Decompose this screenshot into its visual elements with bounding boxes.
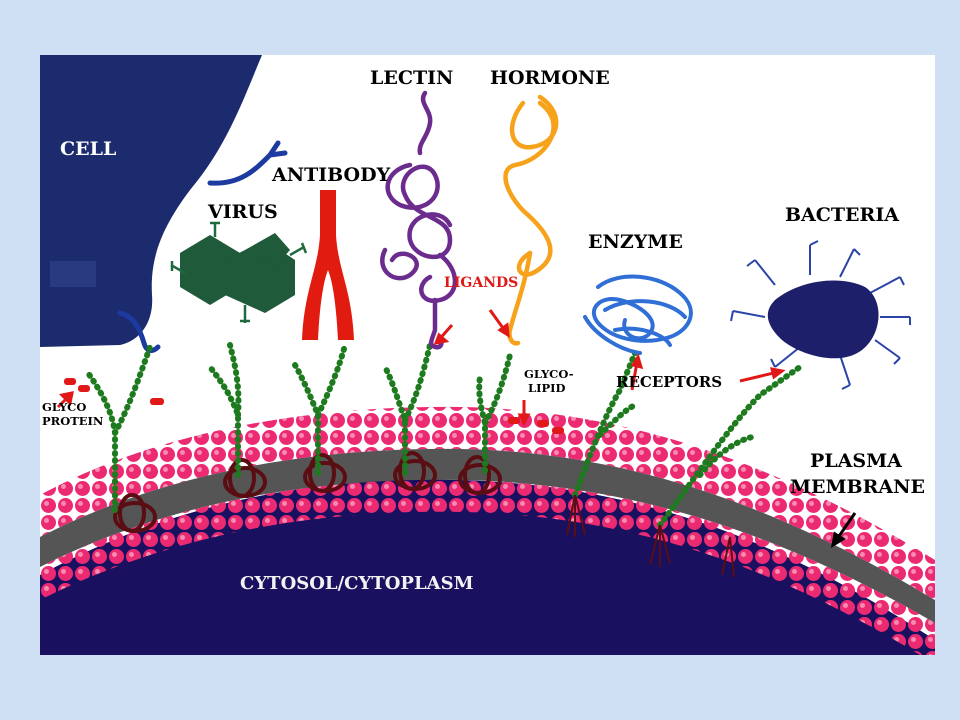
label-cytosol: CYTOSOL/CYTOPLASM <box>240 573 474 594</box>
antibody <box>302 190 354 340</box>
label-virus: VIRUS <box>207 201 278 223</box>
label-ligands: LIGANDS <box>444 275 518 291</box>
label-antibody: ANTIBODY <box>271 164 391 186</box>
sugar-chains <box>85 342 803 528</box>
bacteria <box>730 240 911 390</box>
virus <box>180 233 295 313</box>
membrane-inner-heads <box>40 479 935 655</box>
hormone <box>503 94 559 346</box>
cell-patch <box>50 261 96 287</box>
cell-membrane-diagram: CELL VIRUS ANTIBODY LECTIN HORMONE LIGAN… <box>40 55 935 655</box>
enzyme <box>583 274 693 355</box>
label-hormone: HORMONE <box>490 67 610 89</box>
pointer-arrows <box>56 309 786 427</box>
glyco-markers <box>64 378 564 434</box>
label-glyco-lipid-line1: GLYCO- <box>524 367 574 381</box>
label-lectin: LECTIN <box>370 67 453 89</box>
virus-spikes <box>170 221 308 323</box>
label-enzyme: ENZYME <box>588 231 683 253</box>
label-plasma-line1: PLASMA <box>810 450 902 472</box>
label-plasma-line2: MEMBRANE <box>790 476 925 498</box>
label-glyco-protein-line1: GLYCO <box>42 400 86 414</box>
label-receptors: RECEPTORS <box>616 373 722 391</box>
cell-arm-lower <box>117 310 161 353</box>
sugar-chain-roots <box>566 494 735 578</box>
label-cell: CELL <box>60 138 116 160</box>
label-bacteria: BACTERIA <box>785 204 899 226</box>
membrane-core <box>40 448 935 623</box>
lectin <box>380 90 458 350</box>
label-glyco-lipid-line2: LIPID <box>528 381 565 395</box>
label-glyco-protein-line2: PROTEIN <box>42 414 104 428</box>
membrane-protein-knots <box>113 451 502 533</box>
cell-arm-upper <box>207 140 288 186</box>
membrane-arrow <box>830 512 857 548</box>
